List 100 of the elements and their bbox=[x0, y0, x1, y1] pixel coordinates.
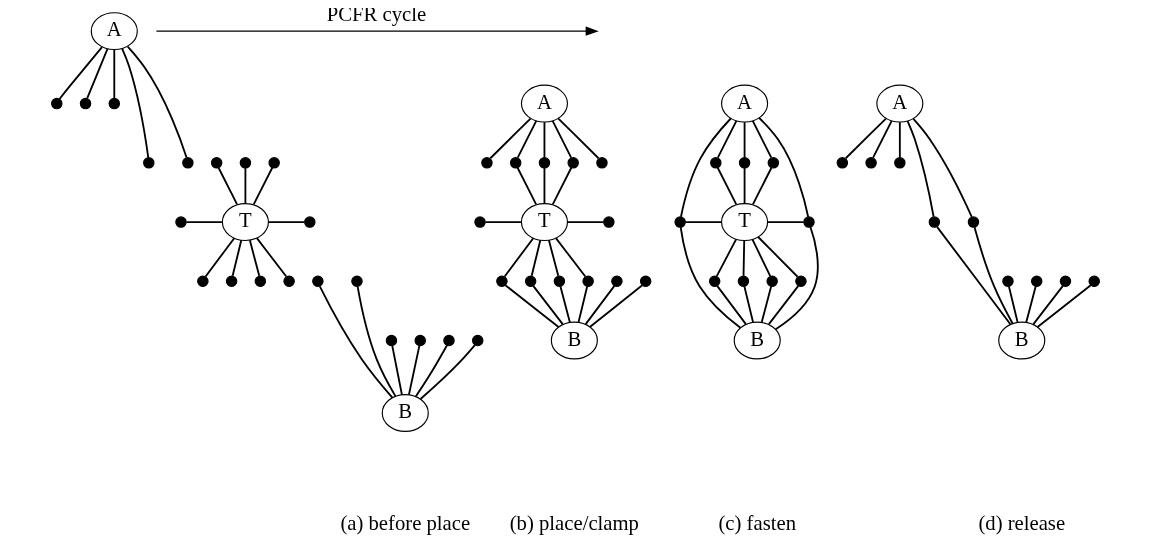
connector bbox=[844, 117, 887, 160]
connector bbox=[551, 166, 572, 206]
node-ellipse: B bbox=[997, 321, 1045, 360]
node-circle bbox=[1030, 275, 1042, 288]
connector bbox=[774, 226, 819, 331]
connector bbox=[1032, 284, 1064, 326]
node-circle bbox=[738, 157, 750, 169]
label: (b) place/clamp bbox=[509, 511, 639, 534]
connector bbox=[559, 285, 571, 324]
connector bbox=[716, 120, 737, 159]
connector bbox=[679, 117, 732, 218]
node-circle bbox=[524, 275, 536, 288]
connector bbox=[556, 117, 599, 160]
connector bbox=[503, 237, 534, 278]
connector bbox=[871, 120, 893, 159]
node-circle bbox=[864, 157, 877, 169]
connector bbox=[1007, 285, 1018, 324]
connector bbox=[716, 166, 737, 206]
node-circle bbox=[196, 275, 209, 288]
node-ellipse: A bbox=[90, 12, 138, 51]
connector bbox=[551, 120, 572, 159]
node-circle bbox=[79, 97, 91, 110]
connector bbox=[757, 117, 809, 218]
connector bbox=[112, 48, 115, 100]
node-circle bbox=[802, 216, 815, 228]
node-circle bbox=[480, 157, 493, 169]
connector bbox=[906, 120, 935, 218]
node-circle bbox=[239, 157, 251, 169]
connector bbox=[1036, 284, 1092, 328]
node-circle bbox=[142, 157, 155, 169]
connector bbox=[756, 236, 798, 278]
node-circle bbox=[303, 216, 316, 228]
node-circle bbox=[538, 157, 550, 169]
connector bbox=[767, 284, 799, 326]
connector bbox=[419, 344, 476, 400]
node-circle bbox=[442, 334, 455, 347]
connector bbox=[543, 121, 545, 159]
node-circle bbox=[673, 216, 686, 228]
connector bbox=[751, 238, 771, 278]
connector bbox=[566, 221, 604, 223]
node-circle bbox=[967, 216, 979, 228]
connector bbox=[530, 239, 541, 277]
connector bbox=[414, 344, 448, 398]
node-circle bbox=[413, 334, 426, 347]
node-circle bbox=[610, 275, 623, 288]
connector bbox=[85, 48, 108, 100]
connector bbox=[267, 221, 305, 223]
node-circle bbox=[1087, 275, 1100, 288]
node-circle bbox=[553, 275, 565, 288]
connector bbox=[503, 284, 559, 328]
connector bbox=[390, 344, 403, 396]
connector bbox=[126, 45, 187, 159]
connector bbox=[912, 118, 973, 218]
node-circle bbox=[350, 275, 363, 288]
connector bbox=[58, 46, 103, 100]
label: (c) fasten bbox=[717, 511, 796, 534]
connector bbox=[973, 226, 1013, 325]
node-circle bbox=[174, 216, 187, 228]
node-circle bbox=[210, 157, 222, 169]
connector bbox=[231, 239, 242, 277]
connector bbox=[252, 166, 273, 206]
node-circle bbox=[602, 216, 615, 228]
node-circle bbox=[566, 157, 579, 169]
node-circle bbox=[767, 157, 779, 169]
node-circle bbox=[1001, 275, 1014, 288]
connector bbox=[577, 285, 588, 324]
connector bbox=[743, 167, 745, 205]
connector bbox=[531, 284, 564, 326]
connector bbox=[679, 226, 741, 329]
connector bbox=[248, 239, 260, 277]
node-circle bbox=[225, 275, 237, 288]
node-circle bbox=[471, 334, 483, 347]
connector bbox=[185, 221, 223, 223]
connector bbox=[255, 237, 287, 278]
node-circle bbox=[639, 275, 651, 288]
node-circle bbox=[1059, 275, 1071, 288]
node-circle bbox=[928, 216, 940, 228]
node-circle bbox=[282, 275, 295, 288]
connector bbox=[715, 284, 747, 326]
connector bbox=[743, 285, 754, 324]
connector bbox=[217, 166, 238, 206]
connector bbox=[356, 285, 396, 398]
node-ellipse: A bbox=[520, 84, 568, 123]
node-circle bbox=[836, 157, 848, 169]
node-ellipse: A bbox=[875, 84, 923, 123]
connector bbox=[204, 237, 235, 278]
node-circle bbox=[581, 275, 594, 288]
connector bbox=[743, 121, 745, 159]
node-circle bbox=[708, 275, 720, 288]
connector bbox=[516, 166, 537, 206]
node-circle bbox=[509, 157, 521, 169]
node-ellipse: T bbox=[520, 203, 568, 242]
connector bbox=[751, 120, 772, 159]
node-circle bbox=[595, 157, 608, 169]
label: (a) before place bbox=[339, 511, 470, 534]
node-ellipse: B bbox=[550, 321, 598, 360]
label: PCFR cycle bbox=[326, 3, 426, 26]
node-ellipse: T bbox=[720, 203, 768, 242]
node-circle bbox=[267, 157, 280, 169]
node-circle bbox=[709, 157, 722, 169]
